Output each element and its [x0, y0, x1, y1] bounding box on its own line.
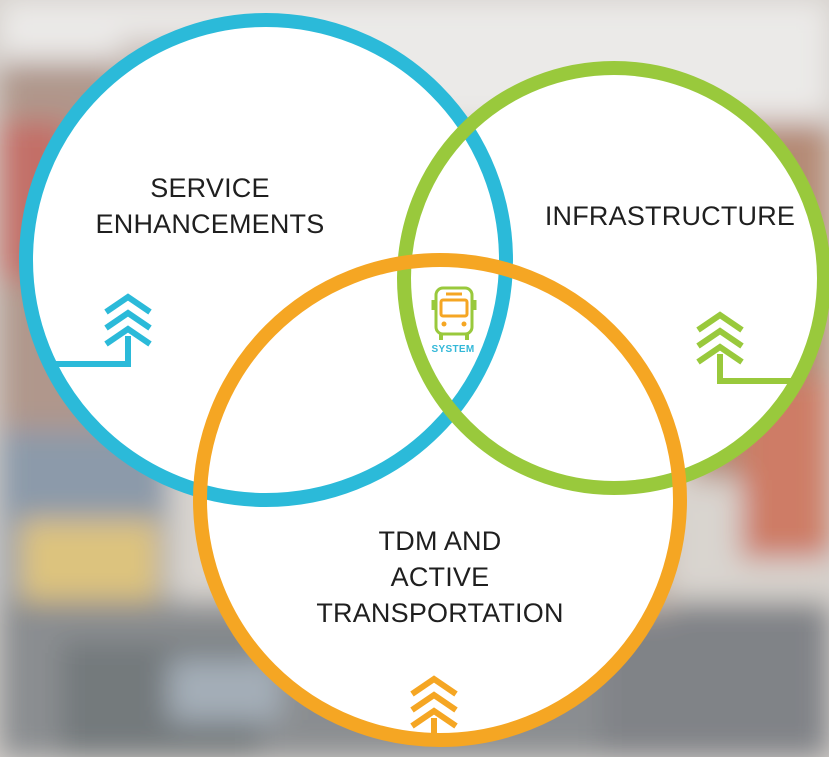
- tdm-label-line3: TRANSPORTATION: [316, 598, 564, 628]
- service-label-line1: SERVICE: [150, 173, 270, 203]
- bus-icon: [431, 286, 477, 340]
- system-label: SYSTEM: [431, 344, 475, 355]
- infrastructure-label-line1: INFRASTRUCTURE: [544, 201, 796, 231]
- service-label-line2: ENHANCEMENTS: [95, 209, 325, 239]
- tdm-label-line2: ACTIVE: [390, 562, 490, 592]
- chevron-up-arrow-icon: [55, 293, 152, 367]
- infrastructure-label: INFRASTRUCTURE: [520, 198, 820, 234]
- chevron-up-arrow-icon: [696, 311, 800, 384]
- chevron-up-arrow-icon: [410, 675, 458, 745]
- service-enhancements-label: SERVICE ENHANCEMENTS: [60, 170, 360, 242]
- tdm-active-transportation-circle: [193, 253, 687, 747]
- tdm-active-transportation-label: TDM AND ACTIVE TRANSPORTATION: [280, 523, 600, 631]
- tdm-label-line1: TDM AND: [378, 526, 502, 556]
- service-enhancements-circle: [19, 13, 513, 507]
- infrastructure-circle: [397, 61, 829, 495]
